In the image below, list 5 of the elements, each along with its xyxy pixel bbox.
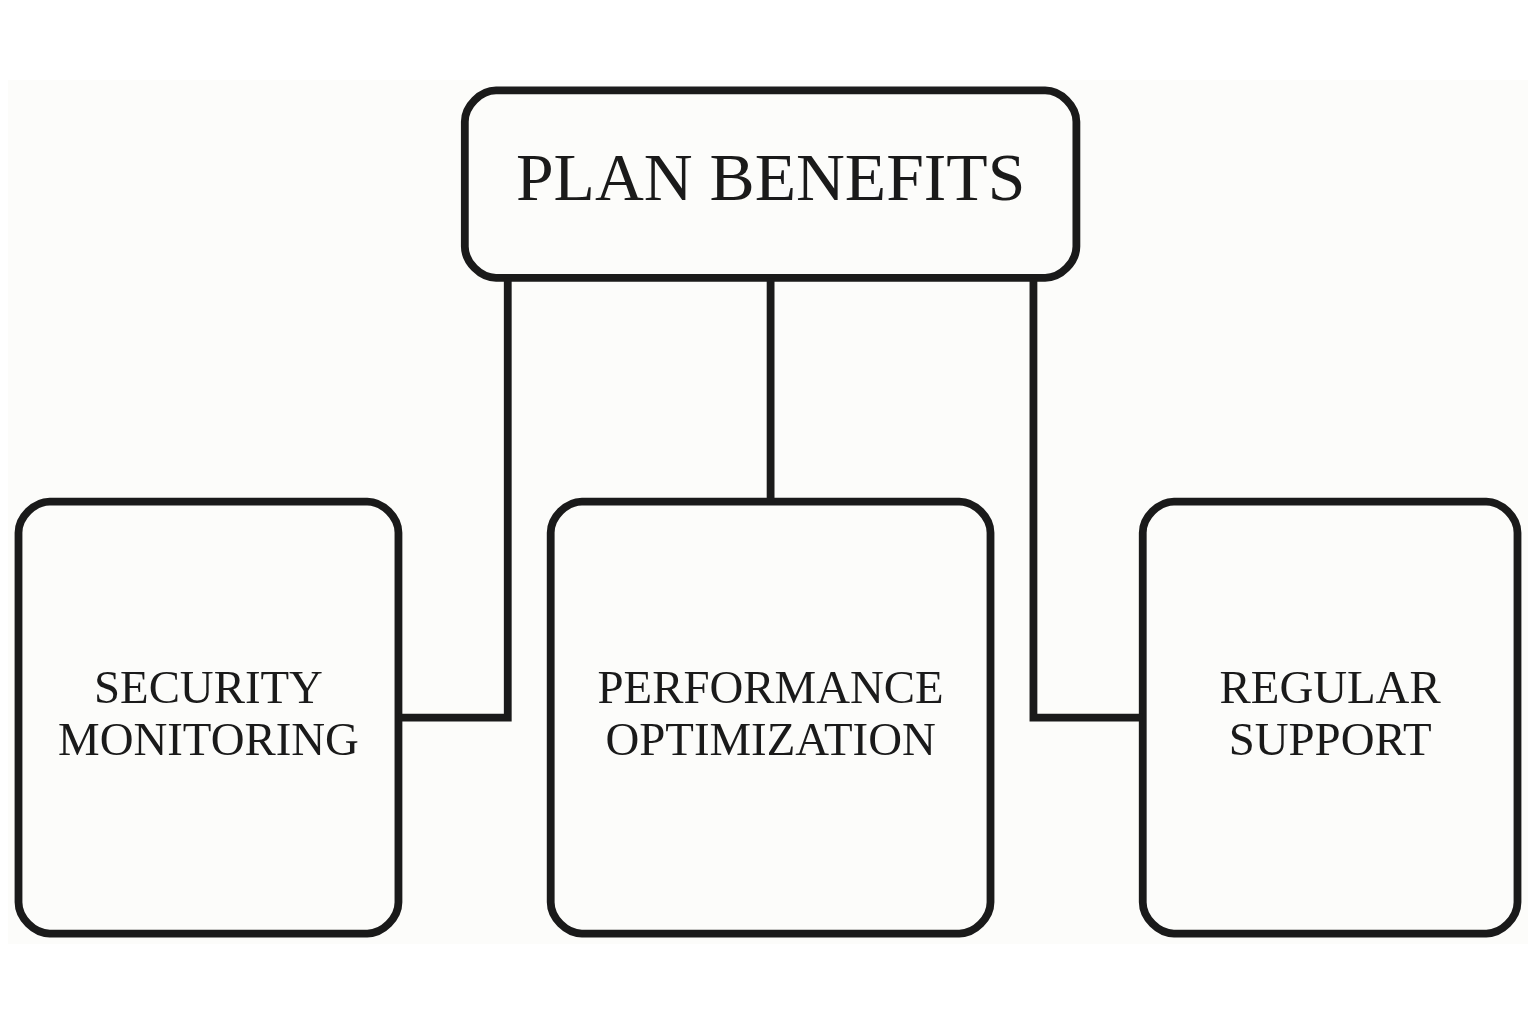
node-box: PLAN BENEFITS	[460, 86, 1081, 282]
connector	[766, 278, 775, 502]
node-box: REGULAR SUPPORT	[1138, 497, 1522, 938]
node-box: PERFORMANCE OPTIMIZATION	[546, 497, 995, 938]
node-box: SECURITY MONITORING	[14, 497, 403, 938]
